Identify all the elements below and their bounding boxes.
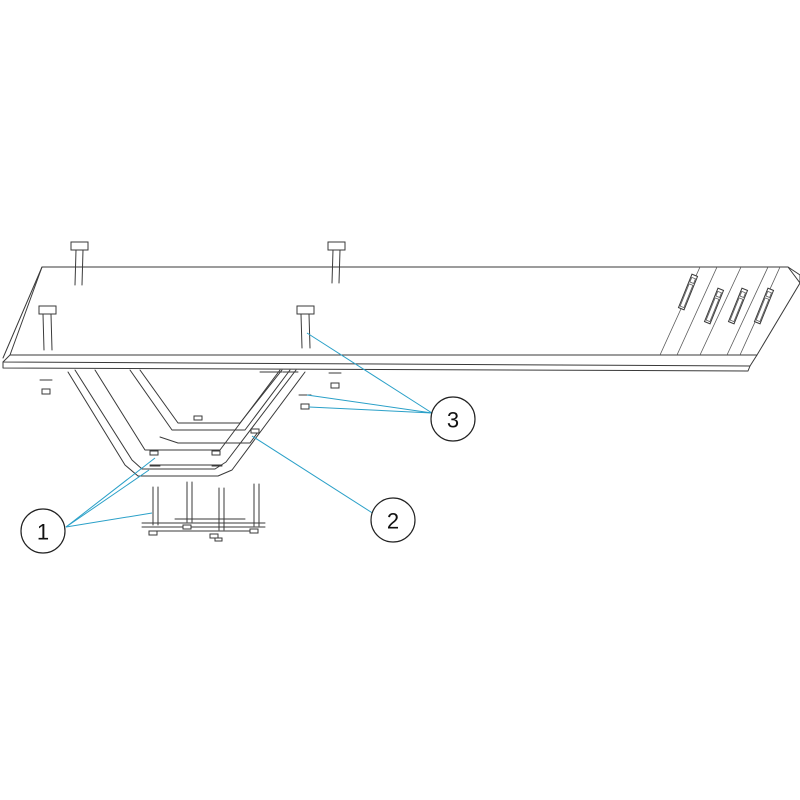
callout-1-label: 1 xyxy=(37,520,49,545)
bolt xyxy=(70,241,89,286)
callout-2-label: 2 xyxy=(387,509,399,534)
bolt xyxy=(327,241,346,284)
callout-3-label: 3 xyxy=(447,408,459,433)
support-bracket xyxy=(67,369,306,477)
callout-1: 1 xyxy=(20,508,66,554)
bolt xyxy=(38,305,57,351)
callout-2: 2 xyxy=(370,497,416,543)
warning-plates xyxy=(677,273,775,325)
bolt xyxy=(296,305,315,349)
leader-lines xyxy=(65,332,433,528)
warning-plate xyxy=(727,287,749,325)
warning-plate xyxy=(753,287,775,325)
board-bolts xyxy=(38,241,346,351)
warning-plate xyxy=(677,273,699,311)
anchor-bolt-set xyxy=(141,481,266,542)
board xyxy=(2,266,800,372)
washers-and-nuts xyxy=(39,372,342,410)
callout-3: 3 xyxy=(430,396,476,442)
warning-plate xyxy=(703,287,725,325)
